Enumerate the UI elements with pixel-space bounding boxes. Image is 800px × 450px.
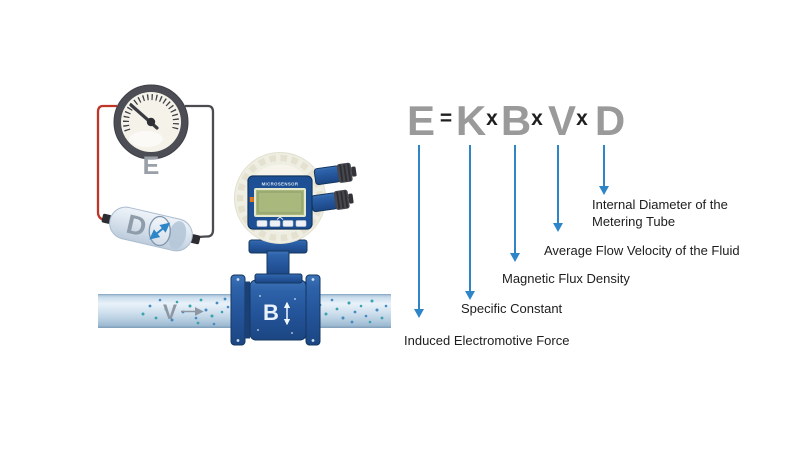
gauge-label: E	[143, 152, 160, 180]
brand-label: MICROSENSOR	[262, 182, 299, 187]
diameter-arrow-icon	[149, 222, 171, 240]
cable-gland-lower	[310, 189, 354, 213]
wire-black	[185, 104, 215, 239]
formula-term-K: K	[455, 97, 487, 144]
gauge-hub	[146, 117, 156, 127]
arrow-down-icon-K	[465, 145, 475, 300]
definition-label-D: Internal Diameter of the Metering Tube	[592, 197, 728, 229]
indicator-led	[249, 197, 254, 202]
arrow-down-icon-B	[510, 145, 520, 262]
formula-term-E: E	[406, 97, 436, 144]
flowmeter-illustration: E D	[96, 84, 391, 346]
sensor-body: B	[230, 274, 321, 346]
formula-equals-sign: =	[439, 107, 453, 130]
lcd-screen	[254, 188, 306, 217]
transmitter-display: MICROSENSOR	[247, 175, 313, 230]
gauge-ticks	[123, 94, 179, 132]
arrow-down-icon-E	[414, 145, 424, 318]
capsule-plug-left	[101, 213, 112, 224]
definition-label-E: Induced Electromotive Force	[404, 333, 570, 348]
formula-term-B: B	[500, 97, 532, 144]
diameter-capsule: D	[101, 206, 201, 252]
capsule-plug-right	[190, 234, 201, 245]
display-buttons	[256, 220, 307, 227]
gauge-highlight	[129, 131, 163, 147]
formula-term-D: D	[594, 97, 626, 144]
definition-label-V: Average Flow Velocity of the Fluid	[544, 243, 740, 258]
formula-multiply-sign: x	[576, 107, 588, 130]
transmitter-neck	[248, 239, 308, 284]
velocity-group: V	[163, 301, 204, 324]
definition-label-B: Magnetic Flux Density	[502, 271, 630, 286]
arrow-down-icon-V	[553, 145, 563, 232]
transmitter-head: MICROSENSOR	[234, 152, 357, 244]
formula-term-V: V	[547, 97, 577, 144]
velocity-label: V	[163, 301, 177, 324]
definition-label-K: Specific Constant	[461, 301, 563, 316]
flux-label: B	[263, 300, 279, 325]
arrow-down-icon-D	[599, 145, 609, 195]
voltmeter-gauge: E	[113, 84, 189, 180]
flow-particles	[141, 297, 388, 326]
cable-gland-upper	[313, 162, 357, 186]
formula-multiply-sign: x	[531, 107, 543, 130]
formula-multiply-sign: x	[486, 107, 498, 130]
